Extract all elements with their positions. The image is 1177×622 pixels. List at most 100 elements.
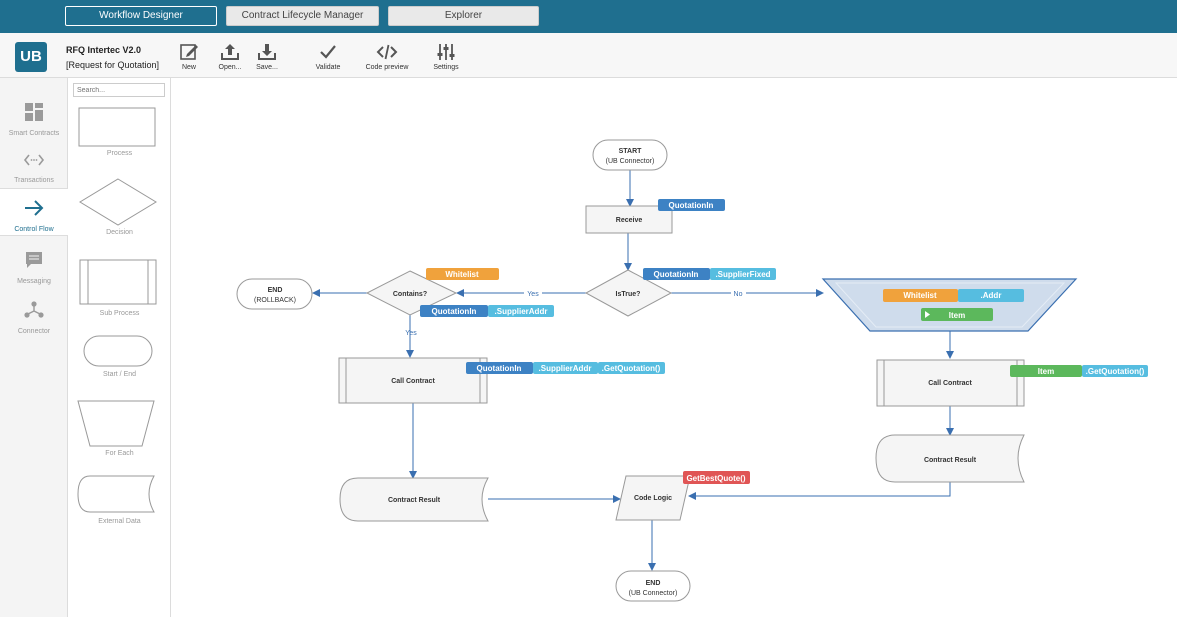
edge-label-yes-down: Yes [405,330,417,337]
connector-result-right-codelogic [688,482,951,500]
workflow-canvas[interactable]: Yes No Yes START (UB Connector) Receive … [171,78,1177,617]
chip-receive-quotationin: QuotationIn [658,199,725,211]
contract-result-right-label: Contract Result [924,457,977,464]
nav-connector[interactable]: Connector [0,300,68,335]
upload-icon [221,44,239,60]
start-node-subtitle: (UB Connector) [606,158,655,165]
flowchart: Yes No Yes START (UB Connector) Receive … [236,139,1148,602]
istrue-decision[interactable]: IsTrue? [584,269,673,317]
call-contract-left-node[interactable]: Call Contract [338,357,488,404]
open-button[interactable]: Open... [205,42,255,71]
palette-decision-shape[interactable] [79,178,157,226]
settings-button[interactable]: Settings [421,42,471,71]
svg-text:QuotationIn: QuotationIn [669,201,714,210]
palette-subprocess-shape[interactable] [79,259,157,305]
edge-label-yes-left: Yes [527,291,539,298]
new-icon [180,44,198,60]
svg-text:.Addr: .Addr [981,291,1002,300]
nav-control-flow-label: Control Flow [14,226,54,233]
project-subtitle: [Request for Quotation] [66,60,160,70]
palette-search-input[interactable] [73,83,165,97]
end-final-node[interactable]: END (UB Connector) [615,570,691,602]
svg-text:.GetQuotation(): .GetQuotation() [1086,367,1145,376]
sliders-icon [437,44,455,60]
svg-text:.SupplierAddr: .SupplierAddr [539,364,592,373]
end-rollback-node[interactable]: END (ROLLBACK) [236,278,313,310]
code-brackets-icon [23,154,45,166]
palette-shapes [77,107,157,513]
receive-node[interactable]: Receive [585,205,673,234]
nav-smart-contracts[interactable]: Smart Contracts [0,102,68,137]
save-label: Save... [256,64,278,71]
nav-connector-label: Connector [17,328,51,335]
network-icon [24,301,44,318]
call-contract-left-label: Call Contract [391,378,435,385]
receive-node-label: Receive [616,217,643,224]
chip-contains-quotationin: QuotationIn [420,305,488,317]
call-contract-right-node[interactable]: Call Contract [876,359,1025,407]
code-icon [376,44,398,60]
svg-text:QuotationIn: QuotationIn [432,307,477,316]
svg-text:QuotationIn: QuotationIn [654,270,699,279]
message-icon [26,252,42,268]
settings-label: Settings [433,64,459,71]
new-button[interactable]: New [164,42,214,71]
toolbar: UB RFQ Intertec V2.0 [Request for Quotat… [0,33,1177,78]
svg-text:Item: Item [949,311,965,320]
nav-control-flow[interactable]: Control Flow [0,188,68,236]
validate-label: Validate [315,64,341,71]
end-final-title: END [646,580,661,587]
new-label: New [181,64,196,71]
svg-text:Whitelist: Whitelist [445,270,479,279]
end-rollback-subtitle: (ROLLBACK) [254,297,296,304]
contract-result-right-node[interactable]: Contract Result [875,434,1025,483]
chip-cc-left-supplieraddr: .SupplierAddr [533,362,598,374]
chip-contains-whitelist: Whitelist [426,268,499,280]
app-logo: UB [15,42,47,72]
chip-contains-supplieraddr: .SupplierAddr [488,305,554,317]
palette-start-end-label: Start / End [102,371,137,378]
palette-decision-label: Decision [106,229,133,236]
chip-istrue-supplierfixed: .SupplierFixed [710,268,776,280]
chip-foreach-item: Item [921,308,993,321]
tab-workflow-designer[interactable]: Workflow Designer [65,6,217,26]
validate-button[interactable]: Validate [303,42,353,71]
for-each-node[interactable] [821,278,1078,332]
chip-code-getbestquote: GetBestQuote() [683,471,750,484]
start-node[interactable]: START (UB Connector) [592,139,668,171]
save-button[interactable]: Save... [242,42,292,71]
dashboard-icon [25,103,43,121]
nav-messaging-label: Messaging [17,278,51,285]
edge-label-no: No [734,291,743,298]
code-preview-button[interactable]: Code preview [362,42,412,71]
palette-subprocess-label: Sub Process [99,310,140,317]
palette-for-each-shape[interactable] [77,400,155,447]
code-logic-node[interactable]: Code Logic [615,475,691,521]
palette-process-label: Process [106,150,133,157]
arrow-right-icon [25,200,44,216]
end-rollback-title: END [268,287,283,294]
download-icon [258,44,276,60]
palette-start-end-shape[interactable] [83,335,153,367]
contract-result-left-node[interactable]: Contract Result [339,477,489,522]
chip-cc-right-item: Item [1010,365,1082,377]
checkmark-icon [320,45,336,59]
play-icon [925,311,930,318]
chip-cc-left-quotationin: QuotationIn [466,362,533,374]
tab-contract-lifecycle-manager[interactable]: Contract Lifecycle Manager [226,6,379,26]
svg-text:GetBestQuote(): GetBestQuote() [686,474,745,483]
tab-explorer[interactable]: Explorer [388,6,539,26]
svg-text:.SupplierFixed: .SupplierFixed [715,270,770,279]
nav-messaging[interactable]: Messaging [0,250,68,285]
palette-external-data-shape[interactable] [77,475,155,513]
contains-decision[interactable]: Contains? [365,270,458,316]
nav-transactions-label: Transactions [14,177,54,184]
svg-text:.SupplierAddr: .SupplierAddr [495,307,548,316]
code-logic-label: Code Logic [634,495,672,502]
shape-palette: Process Decision Sub Process Start / End… [68,78,171,617]
nav-transactions[interactable]: Transactions [0,151,68,184]
svg-text:Item: Item [1038,367,1054,376]
call-contract-right-label: Call Contract [928,380,972,387]
left-nav: Smart Contracts Transactions Control Flo… [0,78,68,617]
palette-process-shape[interactable] [78,107,156,147]
